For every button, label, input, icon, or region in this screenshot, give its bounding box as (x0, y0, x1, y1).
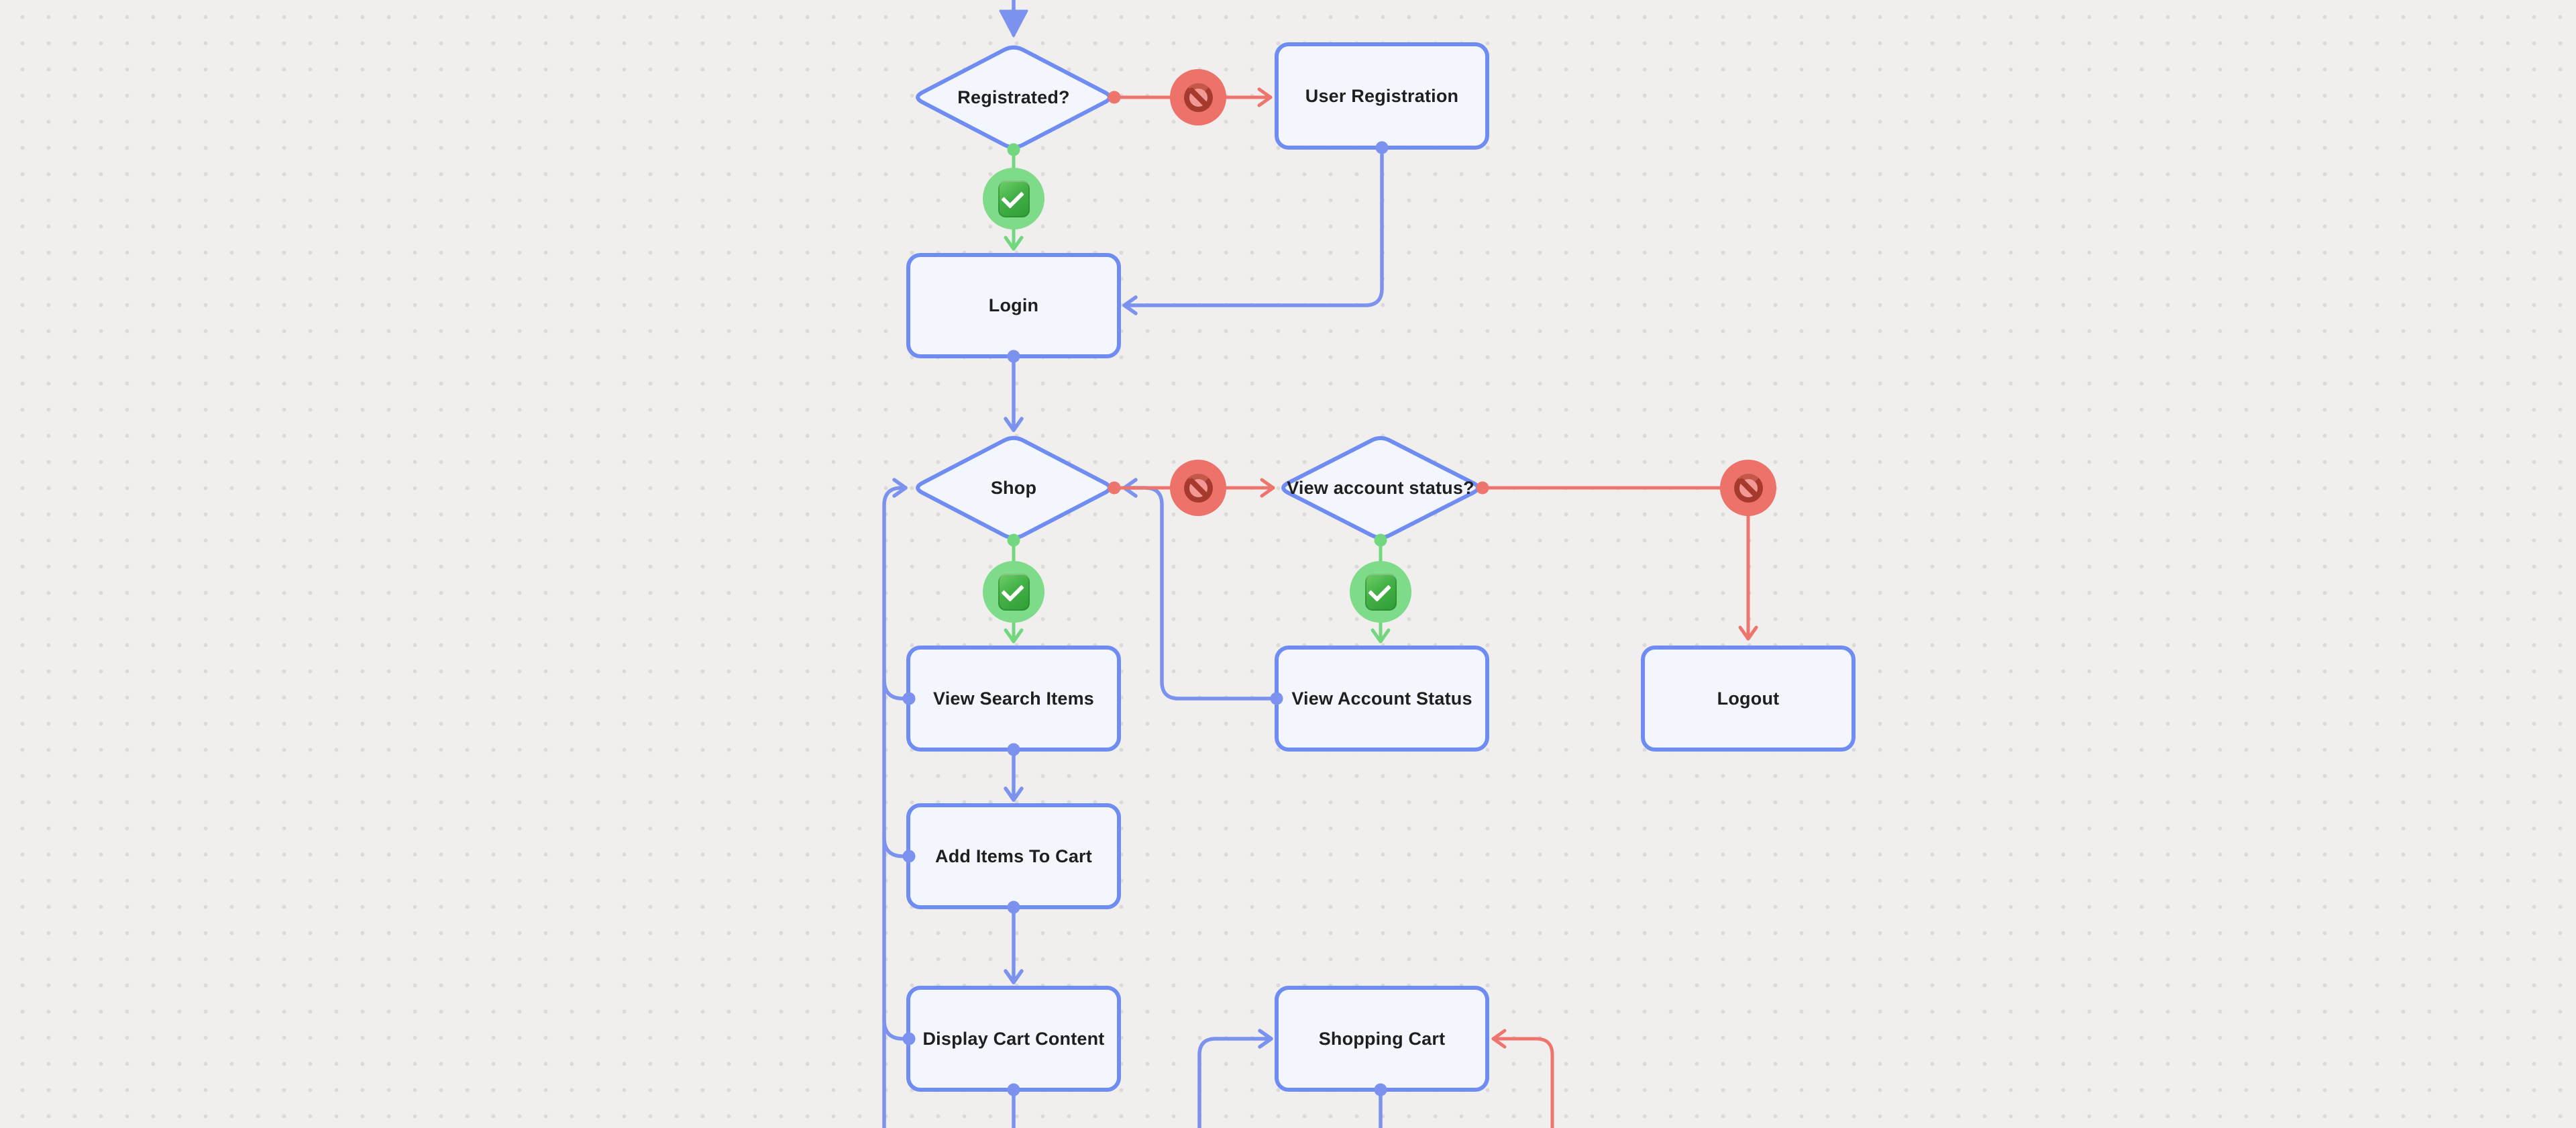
node-user-registration[interactable]: User Registration (1277, 44, 1487, 148)
node-label: Display Cart Content (922, 1028, 1105, 1049)
no-entry-icon[interactable] (1170, 460, 1226, 516)
edge-user-registration-to-login[interactable] (1122, 146, 1384, 315)
check-badge-icon[interactable] (983, 561, 1044, 623)
check-glyph (998, 573, 1030, 611)
node-view-account-status-q[interactable]: View account status? (1279, 435, 1483, 540)
node-shape-logout (1641, 646, 1856, 752)
node-label: Shop (990, 477, 1037, 498)
node-shop[interactable]: Shop (913, 435, 1114, 540)
check-badge-icon[interactable] (1350, 561, 1411, 623)
node-registrated[interactable]: Registrated? (913, 45, 1114, 150)
node-add-items-to-cart[interactable]: Add Items To Cart (908, 805, 1119, 907)
node-shopping-cart[interactable]: Shopping Cart (1277, 988, 1487, 1090)
check-glyph (998, 180, 1030, 217)
no-entry-glyph (1183, 473, 1213, 503)
check-glyph (1364, 573, 1397, 611)
node-logout[interactable]: Logout (1643, 648, 1854, 750)
node-shape-view-account-status-q (1281, 435, 1480, 540)
edge-bottom-to-shopping-cart[interactable] (1197, 1029, 1273, 1128)
node-label: Login (988, 295, 1039, 315)
edge-view-account-status-q-no-to-logout[interactable] (1481, 486, 1758, 641)
connection-dots (902, 91, 1489, 1096)
node-label: View account status? (1287, 477, 1474, 498)
node-shape-shop (916, 435, 1112, 540)
node-view-search-items[interactable]: View Search Items (908, 648, 1119, 750)
no-entry-glyph (1733, 473, 1763, 503)
check-badge-icon[interactable] (983, 168, 1044, 229)
node-label: View Search Items (932, 688, 1095, 709)
node-login[interactable]: Login (908, 255, 1119, 356)
node-label: View Account Status (1291, 688, 1472, 709)
no-entry-icon[interactable] (1170, 69, 1226, 125)
node-display-cart-content[interactable]: Display Cart Content (908, 988, 1119, 1090)
edge-bottom-to-shopping-cart-red[interactable] (1491, 1029, 1554, 1128)
node-view-account-status[interactable]: View Account Status (1277, 648, 1487, 750)
node-label: Logout (1717, 688, 1780, 709)
edge-view-account-status-to-shop[interactable] (1122, 478, 1279, 701)
edge-trunk-to-shop[interactable] (882, 478, 908, 1128)
node-label: Add Items To Cart (935, 845, 1092, 866)
node-label: User Registration (1305, 85, 1459, 106)
no-entry-icon[interactable] (1720, 460, 1776, 516)
node-label: Shopping Cart (1318, 1028, 1446, 1049)
node-shape-registrated (916, 45, 1112, 150)
no-entry-glyph (1183, 83, 1213, 112)
node-label: Registrated? (957, 87, 1070, 107)
